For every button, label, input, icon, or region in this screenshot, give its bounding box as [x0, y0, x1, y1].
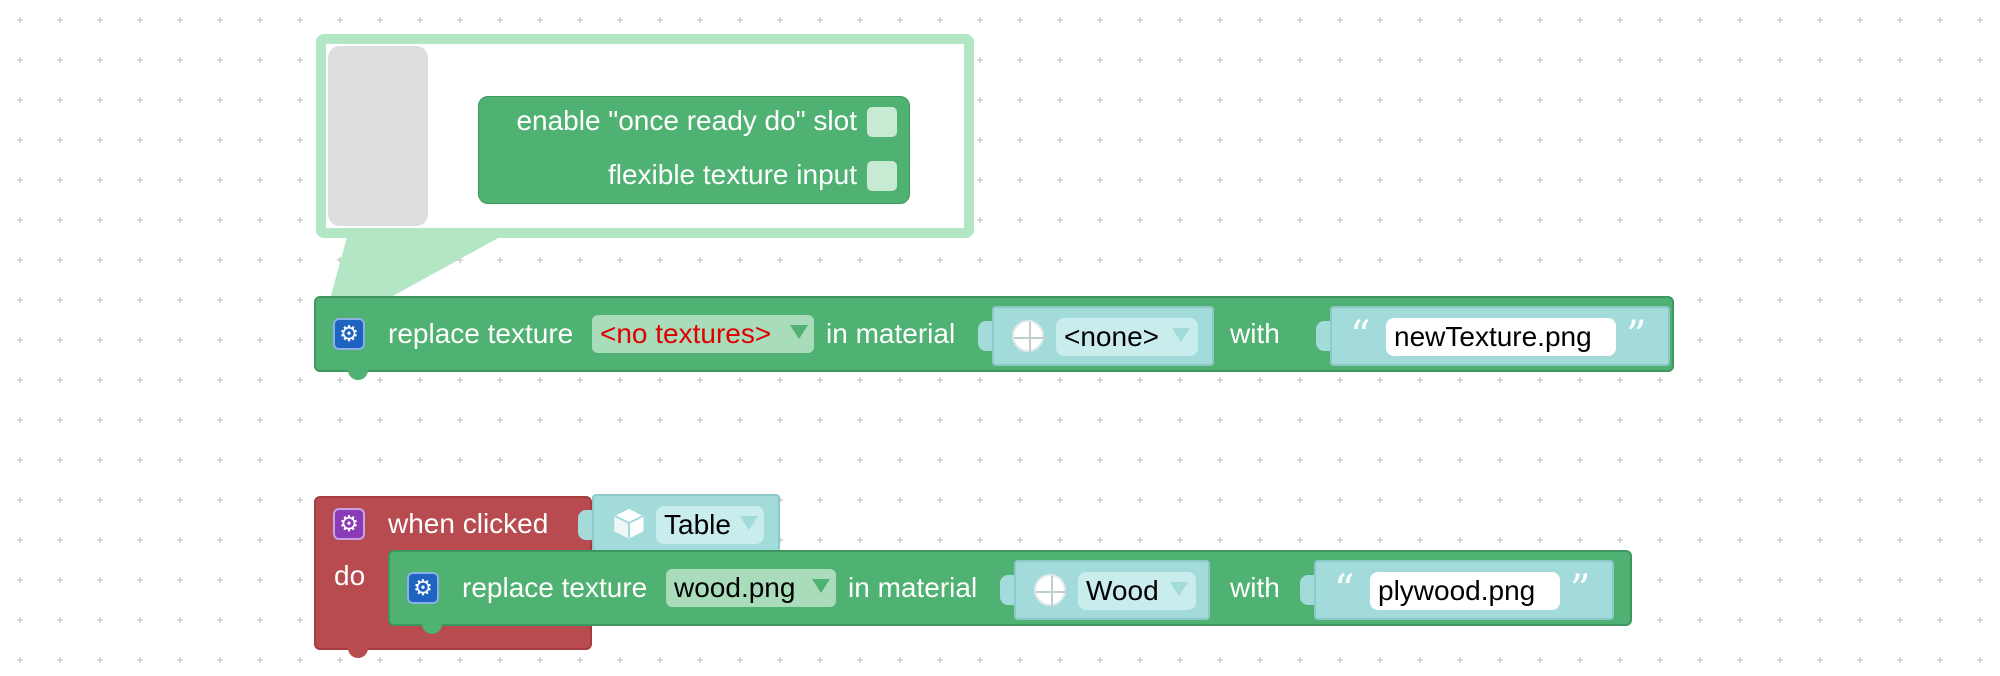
- material-dropdown[interactable]: <none>: [1056, 318, 1198, 356]
- in-material-label: in material: [826, 318, 956, 349]
- material-icon: [1012, 320, 1046, 354]
- material-dropdown-value: <none>: [1064, 321, 1159, 352]
- replace-texture-block[interactable]: ⚙ replace texture wood.png in material W…: [388, 550, 1632, 626]
- object-dropdown-value: Table: [664, 509, 731, 540]
- open-quote-icon: “: [1350, 313, 1371, 359]
- chevron-down-icon: [1170, 582, 1188, 596]
- texture-dropdown-value: wood.png: [674, 572, 796, 603]
- socket-notch: [1000, 575, 1014, 605]
- material-socket[interactable]: <none>: [992, 306, 1214, 366]
- replace-texture-block[interactable]: ⚙ replace texture <no textures> in mater…: [314, 296, 1674, 372]
- chevron-down-icon: [812, 579, 830, 593]
- mutator-option-flexible-checkbox[interactable]: [867, 161, 897, 191]
- material-socket[interactable]: Wood: [1014, 560, 1210, 620]
- mutator-flyout[interactable]: [328, 46, 428, 226]
- socket-notch: [1300, 575, 1314, 605]
- mutator-container-block[interactable]: enable "once ready do" slot flexible tex…: [478, 96, 910, 204]
- gear-icon: ⚙: [339, 511, 359, 536]
- texture-dropdown-value: <no textures>: [600, 318, 772, 349]
- mutator-option-once-ready-checkbox[interactable]: [867, 107, 897, 137]
- mutator-gear-icon[interactable]: ⚙: [407, 572, 439, 604]
- with-label: with: [1230, 318, 1280, 349]
- next-connection-tab: [422, 624, 442, 634]
- object-socket[interactable]: Table: [592, 494, 780, 552]
- chevron-down-icon: [740, 516, 758, 530]
- close-quote-icon: ”: [1626, 313, 1647, 359]
- mutator-gear-icon[interactable]: ⚙: [333, 318, 365, 350]
- when-clicked-label: when clicked: [388, 508, 549, 539]
- next-connection-tab: [348, 370, 368, 380]
- material-icon: [1034, 574, 1068, 608]
- texture-dropdown[interactable]: <no textures>: [592, 315, 814, 353]
- material-dropdown[interactable]: Wood: [1078, 572, 1196, 610]
- do-label: do: [334, 560, 366, 591]
- replace-texture-label: replace texture: [388, 318, 574, 349]
- in-material-label: in material: [848, 572, 978, 603]
- socket-notch: [578, 510, 592, 540]
- texture-string-value: plywood.png: [1378, 575, 1536, 606]
- material-dropdown-value: Wood: [1086, 575, 1159, 606]
- mutator-bubble[interactable]: enable "once ready do" slot flexible tex…: [316, 34, 974, 238]
- socket-notch: [978, 321, 992, 351]
- mutator-gear-icon[interactable]: ⚙: [333, 508, 365, 540]
- text-socket[interactable]: “ newTexture.png ”: [1330, 306, 1670, 366]
- socket-notch: [1316, 321, 1330, 351]
- chevron-down-icon: [790, 325, 808, 339]
- cube-icon: [614, 509, 644, 539]
- texture-dropdown[interactable]: wood.png: [666, 569, 836, 607]
- texture-string-field[interactable]: newTexture.png: [1386, 318, 1616, 356]
- chevron-down-icon: [1172, 328, 1190, 342]
- with-label: with: [1230, 572, 1280, 603]
- gear-icon: ⚙: [339, 321, 359, 346]
- mutator-option-flexible-label: flexible texture input: [607, 159, 857, 190]
- next-connection-tab: [348, 648, 368, 658]
- close-quote-icon: ”: [1570, 567, 1591, 613]
- open-quote-icon: “: [1334, 567, 1355, 613]
- text-socket[interactable]: “ plywood.png ”: [1314, 560, 1614, 620]
- texture-string-field[interactable]: plywood.png: [1370, 572, 1560, 610]
- replace-texture-label: replace texture: [462, 572, 648, 603]
- texture-string-value: newTexture.png: [1394, 321, 1592, 352]
- mutator-option-once-ready-label: enable "once ready do" slot: [516, 105, 857, 136]
- gear-icon: ⚙: [413, 575, 433, 600]
- object-dropdown[interactable]: Table: [656, 506, 764, 544]
